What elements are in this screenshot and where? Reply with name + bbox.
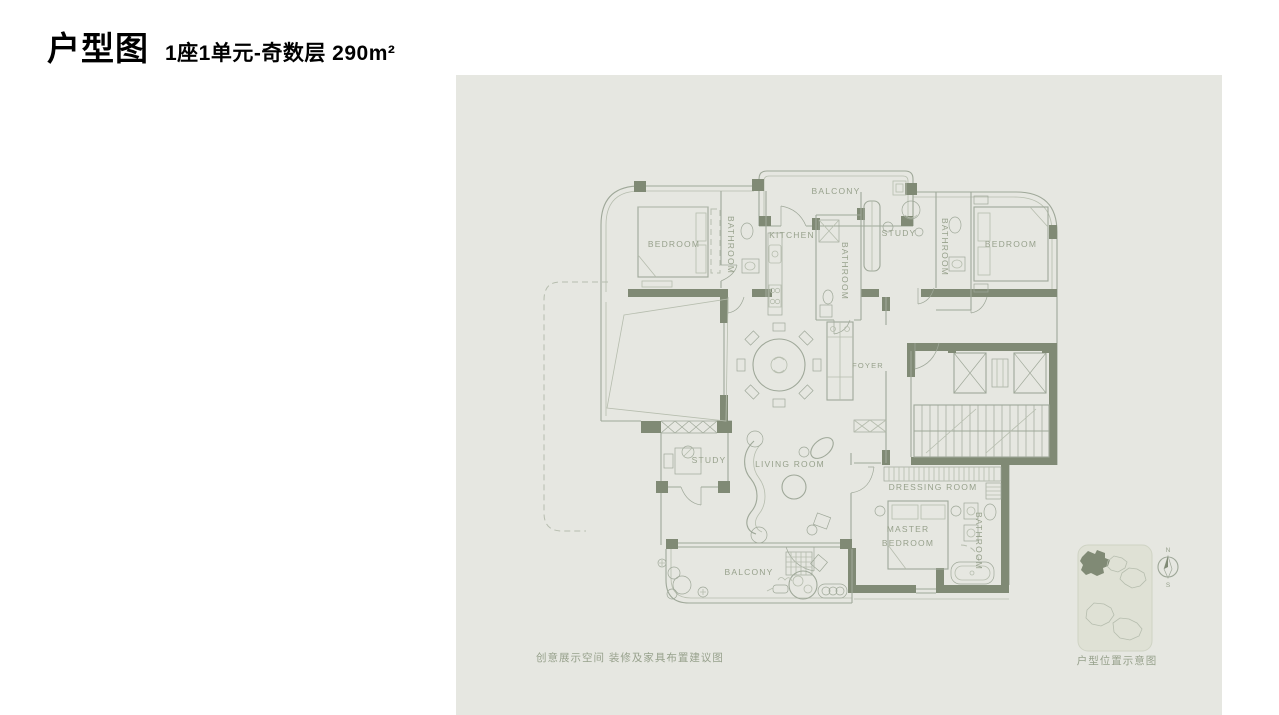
master-bedroom: MASTER BEDROOM <box>874 500 962 570</box>
room-label-bathroom-master: BATHROOM <box>974 512 984 570</box>
room-label-bathroom-mid: BATHROOM <box>840 242 850 300</box>
dashed-boundary <box>543 281 608 532</box>
bedroom-upper-left: BEDROOM <box>637 206 721 288</box>
elevator-core <box>948 343 1050 394</box>
dining-area <box>736 322 822 408</box>
room-label-study-lower: STUDY <box>692 455 727 465</box>
room-label-kitchen: KITCHEN <box>769 230 815 240</box>
room-label-bathroom-ur: BATHROOM <box>940 218 950 276</box>
foyer: FOYER <box>826 321 887 433</box>
bathroom-middle: BATHROOM <box>818 219 850 318</box>
disclaimer-text: 创意展示空间 装修及家具布置建议图 <box>536 651 724 664</box>
compass: N S <box>1157 547 1179 589</box>
room-label-bedroom-ur: BEDROOM <box>985 239 1037 249</box>
room-label-master-line2: BEDROOM <box>882 538 934 548</box>
living-room: LIVING ROOM <box>744 430 834 544</box>
captions: 创意展示空间 装修及家具布置建议图 户型位置示意图 <box>536 651 1158 667</box>
room-label-master-line1: MASTER <box>887 524 930 534</box>
room-label-bathroom-ul: BATHROOM <box>726 216 736 274</box>
floor-plan: BALCONY BEDROOM BATHROOM KITCHEN BATHRO <box>536 170 1179 667</box>
inset-caption: 户型位置示意图 <box>1077 654 1158 667</box>
interior-walls <box>720 191 972 463</box>
inset-location-map <box>1077 544 1153 652</box>
compass-south-label: S <box>1166 582 1171 589</box>
page-title: 户型图 <box>47 30 149 67</box>
room-label-dressing-room: DRESSING ROOM <box>889 482 978 492</box>
wall-fills <box>628 179 1057 593</box>
highlighted-unit <box>1080 550 1110 576</box>
study-upper: STUDY <box>863 200 924 272</box>
kitchen: KITCHEN <box>767 230 815 316</box>
room-label-living-room: LIVING ROOM <box>755 459 825 469</box>
balcony-bottom: BALCONY <box>657 542 853 604</box>
page-header: 户型图 1座1单元-奇数层 290m² <box>47 22 395 70</box>
bedroom-upper-right: BEDROOM <box>973 195 1049 293</box>
stairs <box>913 404 1050 458</box>
outer-walls <box>600 170 1058 600</box>
dressing-room: DRESSING ROOM <box>883 466 1002 500</box>
bathroom-upper-right: BATHROOM <box>940 216 966 276</box>
doors <box>680 205 988 572</box>
bathroom-upper-left: BATHROOM <box>726 216 760 274</box>
master-bathroom: BATHROOM <box>950 502 997 585</box>
study-lower: STUDY <box>663 445 727 475</box>
room-label-study-upper: STUDY <box>882 228 917 238</box>
room-label-foyer: FOYER <box>852 361 884 370</box>
room-label-balcony-bottom: BALCONY <box>724 567 773 577</box>
void-room <box>606 298 729 434</box>
page-subtitle: 1座1单元-奇数层 290m² <box>165 42 396 65</box>
compass-north-label: N <box>1166 547 1171 554</box>
room-label-bedroom-ul: BEDROOM <box>648 239 700 249</box>
floor-plan-panel: BALCONY BEDROOM BATHROOM KITCHEN BATHRO <box>456 75 1222 715</box>
top-balcony: BALCONY <box>811 180 907 196</box>
room-label-balcony-top: BALCONY <box>811 186 860 196</box>
